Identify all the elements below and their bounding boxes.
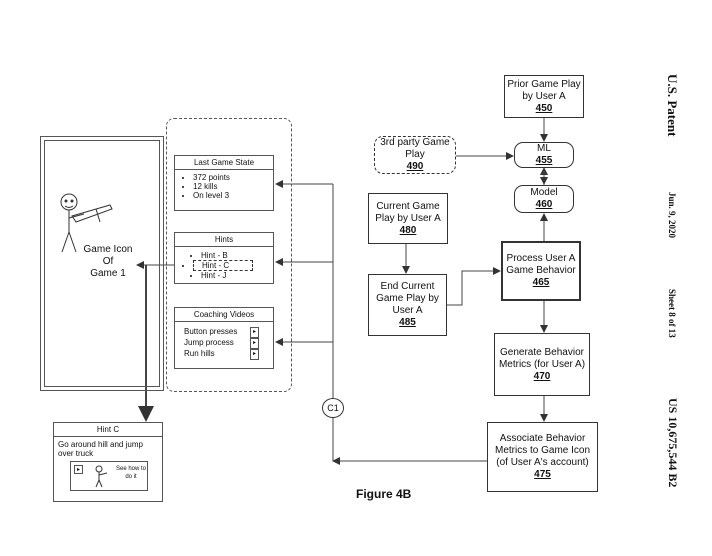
associate-metrics-box: Associate Behavior Metrics to Game Icon … [487, 422, 598, 492]
coaching-item-label: Button presses [184, 327, 238, 336]
device-frame [40, 136, 164, 391]
prior-game-play-num: 450 [535, 102, 553, 114]
ml-box: ML 455 [514, 142, 574, 168]
list-item: On level 3 [193, 191, 273, 200]
game-icon-label: Game Icon Of Game 1 [70, 244, 146, 280]
game-icon-line1: Game Icon [83, 244, 133, 255]
mini-figure-icon [95, 465, 108, 488]
prior-game-play-text: Prior Game Play by User A [507, 78, 581, 102]
hint-item[interactable]: Hint - B [201, 251, 273, 260]
play-icon[interactable]: ▸ [74, 465, 84, 474]
game-icon-line2: Of [102, 256, 114, 267]
connector-c1: C1 [322, 398, 344, 418]
hint-popup-title: Hint C [54, 423, 162, 437]
hints-panel: Hints Hint - B Hint - C Hint - J [174, 232, 274, 284]
patent-number: US 10,675,544 B2 [666, 398, 680, 488]
play-icon[interactable]: ▸ [249, 338, 259, 349]
side-panel [166, 118, 292, 392]
coaching-item-label: Run hills [184, 349, 215, 358]
current-game-play-box: Current Game Play by User A 480 [368, 193, 448, 244]
hints-title: Hints [175, 233, 273, 247]
coaching-videos-title: Coaching Videos [175, 308, 273, 322]
process-behavior-num: 465 [532, 277, 550, 288]
device-screen [44, 140, 160, 387]
play-icon[interactable]: ▸ [249, 349, 259, 360]
hint-item[interactable]: Hint - J [201, 271, 273, 280]
associate-metrics-text: Associate Behavior Metrics to Game Icon … [494, 433, 591, 468]
see-how-text: See how to do it [115, 466, 147, 480]
ml-num: 455 [535, 155, 553, 166]
prior-game-play-box: Prior Game Play by User A 450 [504, 75, 584, 118]
figure-label: Figure 4B [356, 487, 412, 501]
list-item: 12 kills [193, 182, 273, 191]
third-party-text: 3rd party Game Play [380, 137, 450, 160]
last-game-state-list: 372 points 12 kills On level 3 [175, 173, 273, 200]
list-item: 372 points [193, 173, 273, 182]
generate-metrics-num: 470 [533, 370, 551, 382]
play-icon[interactable]: ▸ [249, 327, 259, 338]
list-item: Jump process ▸ [184, 338, 273, 349]
coaching-videos-list: Button presses ▸ Jump process ▸ Run hill… [175, 322, 273, 360]
end-game-play-text: End Current Game Play by User A [376, 281, 439, 316]
last-game-state-panel: Last Game State 372 points 12 kills On l… [174, 155, 274, 211]
generate-metrics-box: Generate Behavior Metrics (for User A) 4… [494, 333, 590, 396]
hint-popup: Hint C Go around hill and jump over truc… [53, 422, 163, 502]
third-party-num: 490 [406, 161, 424, 172]
associate-metrics-num: 475 [534, 469, 551, 480]
hint-item-selected[interactable]: Hint - C [193, 260, 253, 271]
game-icon-line3: Game 1 [90, 268, 126, 279]
third-party-box: 3rd party Game Play 490 [374, 136, 456, 174]
patent-title: U.S. Patent [665, 74, 680, 137]
connector-c1-label: C1 [327, 403, 339, 413]
patent-sheet: Sheet 8 of 13 [667, 289, 677, 338]
list-item: Button presses ▸ [184, 327, 273, 338]
process-behavior-box: Process User A Game Behavior 465 [501, 241, 581, 301]
hint-popup-text: Go around hill and jump over truck [58, 440, 143, 458]
current-game-play-num: 480 [399, 224, 417, 236]
ml-text: ML [537, 143, 551, 154]
list-item: Run hills ▸ [184, 349, 273, 360]
model-num: 460 [535, 199, 553, 210]
current-game-play-text: Current Game Play by User A [375, 200, 441, 224]
generate-metrics-text: Generate Behavior Metrics (for User A) [498, 346, 586, 370]
end-game-play-box: End Current Game Play by User A 485 [368, 274, 447, 336]
patent-date: Jun. 9, 2020 [667, 192, 677, 239]
process-behavior-text: Process User A Game Behavior [506, 253, 576, 276]
coaching-item-label: Jump process [184, 338, 234, 347]
hint-video-frame[interactable]: ▸ See how to do it [70, 461, 148, 491]
model-text: Model [530, 187, 558, 198]
model-box: Model 460 [514, 185, 574, 213]
hints-list: Hint - B Hint - C Hint - J [175, 251, 273, 280]
coaching-videos-panel: Coaching Videos Button presses ▸ Jump pr… [174, 307, 274, 369]
end-game-play-num: 485 [399, 317, 416, 328]
last-game-state-title: Last Game State [175, 156, 273, 170]
